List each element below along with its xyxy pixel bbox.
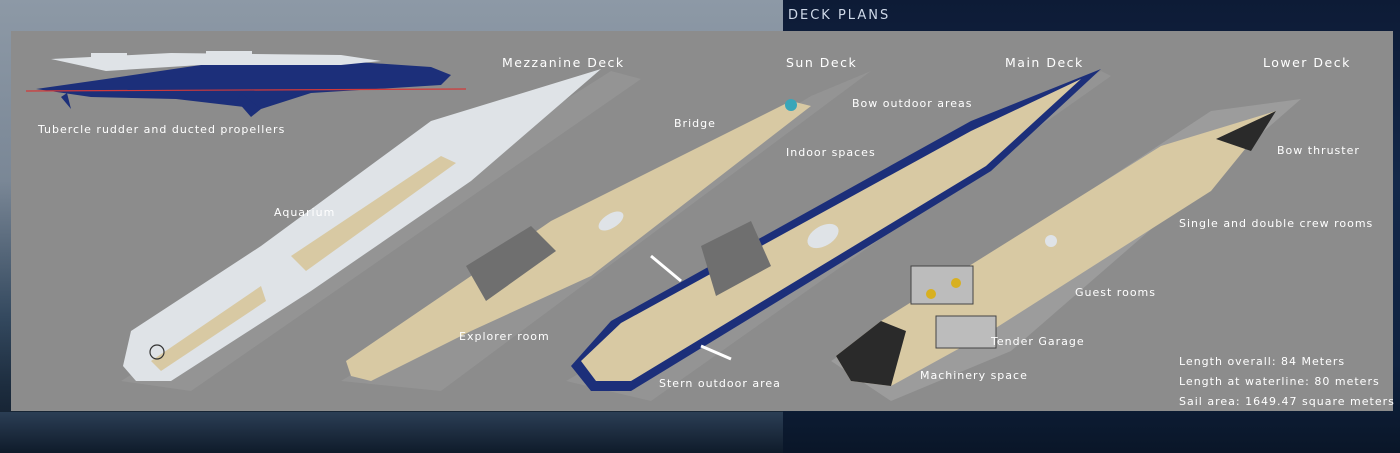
mezzanine-deck-title: Mezzanine Deck: [502, 55, 625, 70]
tender-garage-label: Tender Garage: [991, 335, 1085, 348]
sea-background-band: [0, 412, 783, 453]
main-deck-title: Main Deck: [1005, 55, 1084, 70]
lower-deck-plan: [831, 99, 1301, 401]
deck-plans-panel: Mezzanine Deck Sun Deck Main Deck Lower …: [11, 31, 1395, 411]
crew-rooms-label: Single and double crew rooms: [1179, 217, 1374, 230]
spec-sail-area: Sail area: 1649.47 square meters: [1179, 395, 1395, 408]
deck-illustrations: [25, 51, 1301, 401]
explorer-room-label: Explorer room: [459, 330, 550, 343]
mezzanine-deck-plan: [121, 69, 641, 391]
spec-length-overall: Length overall: 84 Meters: [1179, 355, 1346, 368]
side-profile-illustration: [25, 51, 467, 117]
main-deck-plan: [566, 69, 1111, 401]
bow-thruster-label: Bow thruster: [1277, 144, 1360, 157]
indoor-spaces-label: Indoor spaces: [786, 146, 876, 159]
aquarium-label: Aquarium: [274, 206, 336, 219]
sun-deck-title: Sun Deck: [786, 55, 858, 70]
sun-deck-plan: [341, 71, 871, 391]
bridge-label: Bridge: [674, 117, 716, 130]
stern-outdoor-label: Stern outdoor area: [659, 377, 781, 390]
lower-deck-title: Lower Deck: [1263, 55, 1351, 70]
machinery-space-label: Machinery space: [920, 369, 1028, 382]
spec-length-waterline: Length at waterline: 80 meters: [1179, 375, 1380, 388]
page-title: DECK PLANS: [788, 8, 891, 23]
rudder-label: Tubercle rudder and ducted propellers: [38, 123, 286, 136]
guest-rooms-label: Guest rooms: [1075, 286, 1156, 299]
bow-outdoor-label: Bow outdoor areas: [852, 97, 973, 110]
